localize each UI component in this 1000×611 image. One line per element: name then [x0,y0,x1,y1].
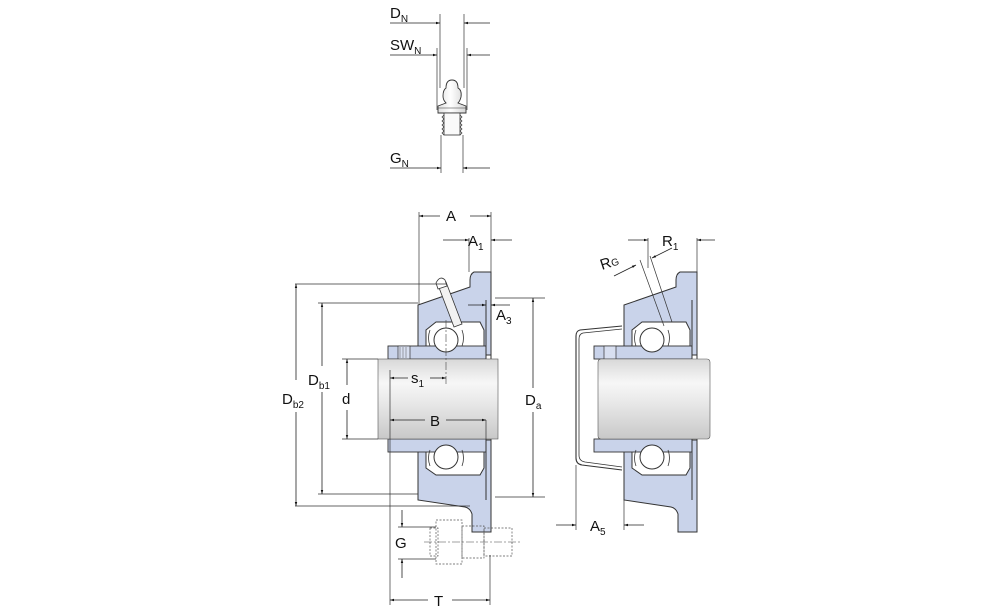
end-cover [575,325,623,471]
label-a: A [446,208,456,225]
bolt-hidden-icon [424,519,520,565]
grease-nipple-installed-icon [435,277,463,328]
label-dn: DN [390,5,408,25]
shaft [377,358,499,440]
shaft-right [597,358,711,440]
label-r1: R1 [662,233,679,253]
label-db1: Db1 [308,372,330,392]
label-a5: A5 [590,518,606,538]
section-view: A A1 A3 Db2 Db1 d s1 B Da G T [282,208,545,610]
label-s1: s1 [411,370,425,390]
label-db2: Db2 [282,391,304,411]
label-rg: RG [598,252,621,274]
ball-upper-right [639,327,665,353]
label-t: T [434,593,443,610]
housing-lower-right [623,439,698,533]
housing-upper-right [623,271,698,356]
housing-lower [417,439,492,533]
set-screw-right-icon [603,345,617,360]
label-d: d [342,391,350,408]
label-da: Da [525,392,542,412]
label-b: B [430,413,440,430]
grease-nipple-detail: DN SWN GN [390,5,490,173]
label-a1: A1 [468,233,484,253]
ball-lower [433,444,459,470]
section-view-with-end-cover: R1 RG A5 [556,233,715,538]
label-gn: GN [390,150,409,170]
label-a3: A3 [496,307,512,327]
grease-nipple-icon [437,79,467,136]
ball-lower-right [639,444,665,470]
label-swn: SWN [390,37,421,57]
label-g: G [395,535,407,552]
